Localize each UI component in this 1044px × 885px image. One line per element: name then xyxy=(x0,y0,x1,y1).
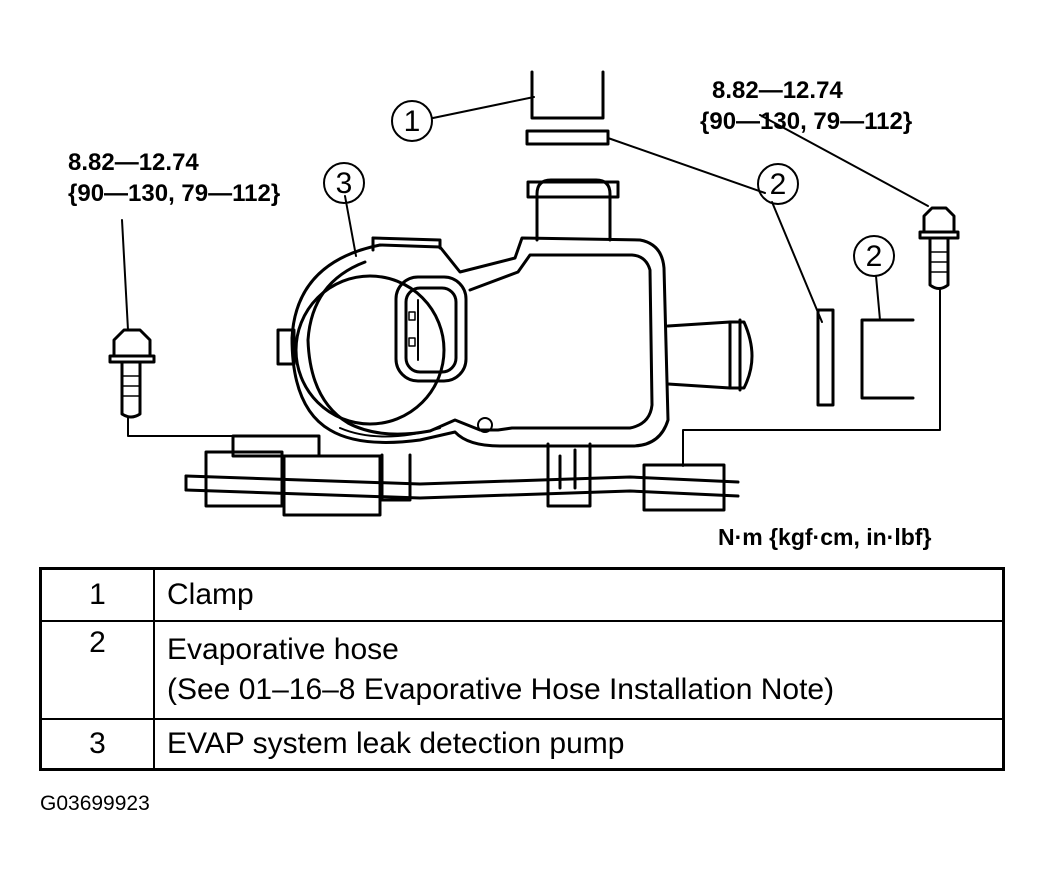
part-number: 3 xyxy=(39,718,155,771)
hose-right xyxy=(860,318,915,400)
part-description-note: (See 01–16–8 Evaporative Hose Installati… xyxy=(167,673,835,706)
part-description: Evaporative hose (See 01–16–8 Evaporativ… xyxy=(153,620,1005,720)
torque-spec-nm: 8.82—12.74 xyxy=(712,77,843,104)
torque-spec-left: 8.82—12.74 {90—130, 79—112} xyxy=(68,147,280,209)
pump-connector xyxy=(394,275,468,383)
exploded-view-diagram: 1 2 3 2 xyxy=(108,70,960,517)
part-number: 2 xyxy=(39,620,155,720)
bolt-left xyxy=(108,328,156,419)
part-description-line: Clamp xyxy=(167,578,254,611)
table-row: 1 Clamp xyxy=(39,567,1005,622)
torque-spec-alt-units: {90—130, 79—112} xyxy=(700,108,913,135)
clamp-top xyxy=(525,129,610,146)
callout-label: 2 xyxy=(770,168,787,201)
callout-1: 2 xyxy=(757,163,799,205)
table-row: 2 Evaporative hose (See 01–16–8 Evaporat… xyxy=(39,620,1005,720)
callout-3: 3 xyxy=(323,162,365,204)
clamp-right xyxy=(816,308,835,407)
callout-2-right: 2 xyxy=(853,235,895,277)
callout-2-top: 1 xyxy=(391,100,433,142)
torque-spec-right: 8.82—12.74 {90—130, 79—112} xyxy=(700,75,912,137)
part-number: 1 xyxy=(39,567,155,622)
hose-top xyxy=(530,70,605,120)
figure-id: G03699923 xyxy=(40,792,150,815)
callout-label: 1 xyxy=(404,105,421,138)
part-description-line: EVAP system leak detection pump xyxy=(167,727,625,760)
callout-label: 3 xyxy=(336,167,353,200)
part-description-line: Evaporative hose xyxy=(167,633,399,666)
torque-spec-alt-units: {90—130, 79—112} xyxy=(68,180,281,207)
part-description: EVAP system leak detection pump xyxy=(153,718,1005,771)
table-row: 3 EVAP system leak detection pump xyxy=(39,718,1005,771)
mounting-bracket xyxy=(184,434,740,517)
leader-lines xyxy=(121,96,941,467)
callout-label: 2 xyxy=(866,240,883,273)
torque-spec-nm: 8.82—12.74 xyxy=(68,149,199,176)
leak-detection-pump xyxy=(276,178,754,448)
bolt-right xyxy=(918,206,960,290)
parts-legend-table: 1 Clamp 2 Evaporative hose (See 01–16–8 … xyxy=(39,567,1005,771)
part-description: Clamp xyxy=(153,567,1005,622)
units-note: N·m {kgf·cm, in·lbf} xyxy=(718,524,932,550)
